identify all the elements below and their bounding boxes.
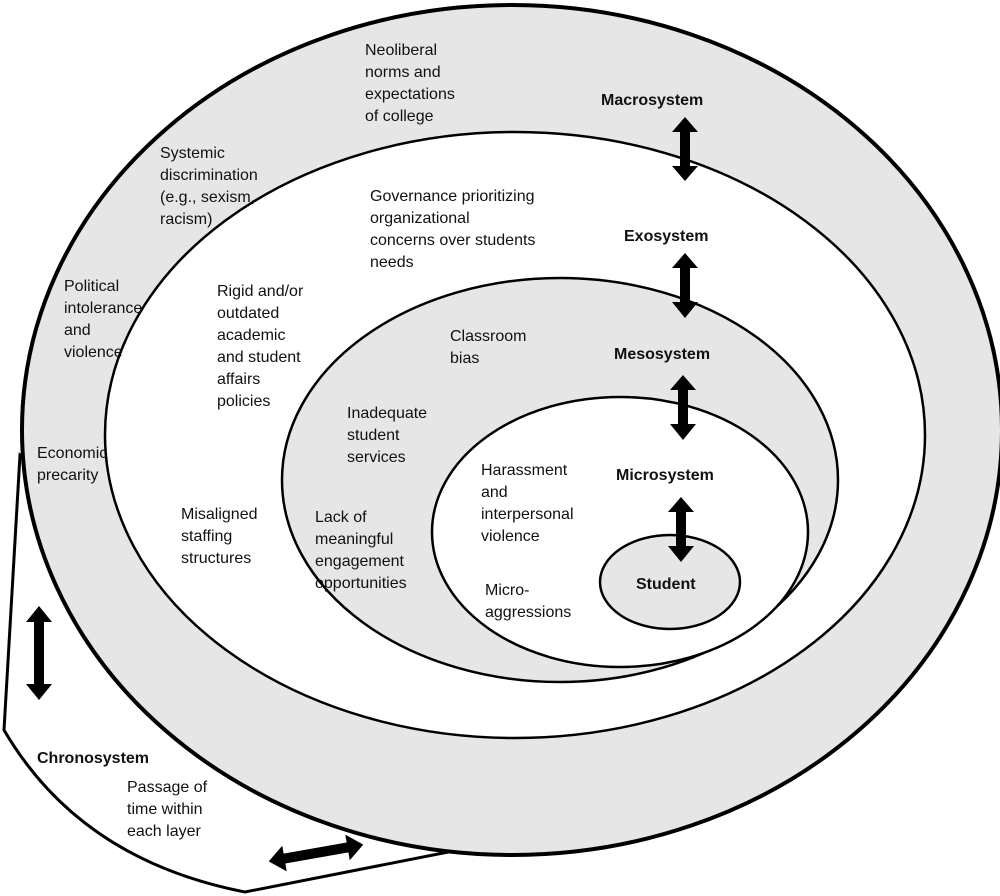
factor-political-intolerance: Political intolerance and violence xyxy=(64,278,143,361)
chronosystem-label: Chronosystem xyxy=(37,750,150,767)
student-label: Student xyxy=(636,576,696,593)
chronosystem-description: Passage of time within each layer xyxy=(127,779,208,840)
factor-economic-precarity: Economic precarity xyxy=(37,445,108,484)
factor-neoliberal-norms: Neoliberal norms and expectations of col… xyxy=(365,42,455,125)
student-core xyxy=(598,533,742,631)
arrow-chrono-vertical xyxy=(26,606,52,700)
macrosystem-label: Macrosystem xyxy=(601,92,704,109)
arrow-macro-exo xyxy=(672,117,698,181)
factor-lack-of-engagement: Lack of meaningful engagement opportunit… xyxy=(315,509,407,592)
arrow-exo-meso xyxy=(672,253,698,318)
arrow-micro-student xyxy=(668,497,694,562)
factor-governance: Governance prioritizing organizational c… xyxy=(370,188,536,271)
factor-systemic-discrimination: Systemic discrimination (e.g., sexism, r… xyxy=(160,145,258,228)
factor-misaligned-staffing: Misaligned staffing structures xyxy=(181,506,258,567)
arrow-meso-micro xyxy=(670,375,696,440)
factor-microaggressions: Micro- aggressions xyxy=(485,582,572,621)
exosystem-label: Exosystem xyxy=(624,228,709,245)
microsystem-label: Microsystem xyxy=(616,467,714,484)
arrow-chrono-horizontal xyxy=(268,834,364,872)
factor-classroom-bias: Classroom bias xyxy=(450,328,527,367)
mesosystem-label: Mesosystem xyxy=(614,346,711,363)
factor-inadequate-services: Inadequate student services xyxy=(347,405,428,466)
factor-rigid-policies: Rigid and/or outdated academic and stude… xyxy=(217,283,304,410)
factor-harassment: Harassment and interpersonal violence xyxy=(481,462,574,545)
